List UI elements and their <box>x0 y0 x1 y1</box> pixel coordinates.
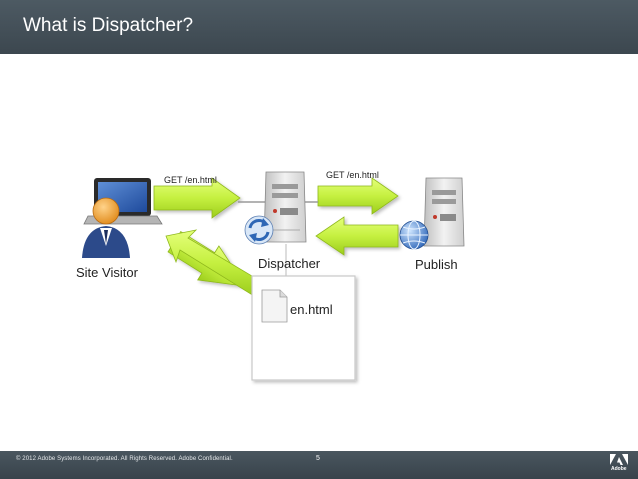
publish-server-icon <box>423 177 465 247</box>
slide-footer: © 2012 Adobe Systems Incorporated. All R… <box>0 451 638 479</box>
server-icon <box>263 171 307 243</box>
request-arrow-to-publish <box>317 177 399 215</box>
page-number: 5 <box>316 455 320 462</box>
slide-title: What is Dispatcher? <box>23 15 194 36</box>
request-label-2: GET /en.html <box>326 170 379 180</box>
globe-icon <box>399 220 429 250</box>
adobe-logo <box>610 454 628 465</box>
file-icon <box>261 289 288 323</box>
cache-file-label: en.html <box>290 302 333 317</box>
dispatcher-label: Dispatcher <box>258 256 321 271</box>
request-label-1: GET /en.html <box>164 175 217 185</box>
copyright-text: © 2012 Adobe Systems Incorporated. All R… <box>16 456 233 462</box>
response-arrow-head-overlay <box>165 229 263 297</box>
refresh-icon <box>244 215 274 245</box>
adobe-logo-text: Adobe <box>611 466 627 472</box>
slide-header: What is Dispatcher? <box>0 0 638 54</box>
site-visitor-label: Site Visitor <box>76 265 139 280</box>
request-arrow-to-dispatcher <box>153 177 241 219</box>
response-arrow-to-dispatcher <box>315 216 399 256</box>
user-icon <box>82 197 130 258</box>
publish-label: Publish <box>415 257 458 272</box>
